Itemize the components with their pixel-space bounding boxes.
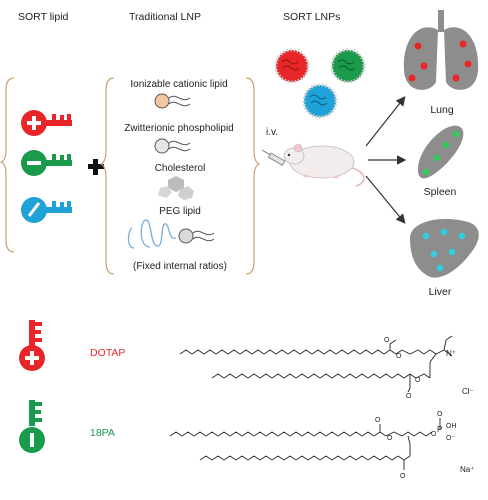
18pa-structure: [169, 418, 441, 470]
dotap-key-icon: [19, 320, 45, 371]
liver-label: Liver: [428, 286, 452, 298]
middle-right-brace: [245, 77, 261, 275]
cholesterol-label: Cholesterol: [154, 163, 206, 174]
18pa-oxide: O⁻: [446, 435, 455, 442]
dotap-counterion: Cl⁻: [462, 387, 474, 396]
peg-lipid-label: PEG lipid: [159, 206, 201, 217]
18pa-oxygen-2: O: [387, 435, 393, 442]
middle-left-brace: [99, 77, 115, 275]
dotap-oxygen-1: O: [384, 337, 390, 344]
neutral-key-icon: [21, 197, 72, 223]
zwitterionic-lipid-label: Zwitterionic phospholipid: [124, 123, 234, 134]
iv-route-label: i.v.: [266, 127, 279, 138]
dotap-nitrogen: N⁺: [446, 349, 456, 358]
peg-lipid-icon: [127, 219, 215, 249]
liver-icon: [410, 218, 479, 278]
negative-key-icon: [21, 150, 72, 176]
mouse-icon: [283, 143, 365, 187]
blue-lnp-icon: [302, 83, 338, 119]
18pa-oxygen-1: O: [375, 417, 381, 424]
cholesterol-icon: [158, 176, 194, 200]
18pa-label: 18PA: [90, 427, 115, 439]
18pa-key-icon: [19, 400, 45, 453]
dotap-oxygen-3: O: [406, 393, 412, 400]
left-brace: [0, 77, 15, 253]
arrow-to-lung: [365, 96, 406, 147]
lung-icon: [403, 10, 479, 90]
sort-lipid-header: SORT lipid: [18, 11, 69, 23]
fixed-ratios-label: (Fixed internal ratios): [133, 261, 227, 272]
18pa-oxygen-5: O: [437, 411, 443, 418]
18pa-phosphorus: P: [437, 425, 442, 434]
dotap-oxygen-2: O: [396, 353, 402, 360]
spleen-icon: [417, 125, 464, 179]
green-lnp-icon: [330, 48, 366, 84]
lung-label: Lung: [430, 104, 454, 116]
18pa-counterion: Na⁺: [460, 465, 475, 474]
18pa-oxygen-3: O: [431, 431, 437, 438]
dotap-structure: [179, 335, 453, 393]
zwitterionic-lipid-icon: [154, 138, 191, 154]
plus-icon: [88, 159, 104, 175]
18pa-oh-1: OH: [446, 423, 457, 430]
positive-key-icon: [21, 110, 72, 136]
18pa-oxygen-4: O: [400, 473, 406, 480]
syringe-icon: [261, 149, 286, 166]
traditional-lnp-header: Traditional LNP: [129, 11, 201, 23]
arrow-to-liver: [365, 175, 406, 224]
red-lnp-icon: [274, 48, 310, 84]
ionizable-lipid-icon: [154, 93, 191, 109]
sort-lnps-header: SORT LNPs: [283, 11, 341, 23]
ionizable-lipid-label: Ionizable cationic lipid: [130, 79, 228, 90]
spleen-label: Spleen: [423, 186, 457, 198]
dotap-label: DOTAP: [90, 347, 126, 359]
dotap-oxygen-4: O: [415, 377, 421, 384]
